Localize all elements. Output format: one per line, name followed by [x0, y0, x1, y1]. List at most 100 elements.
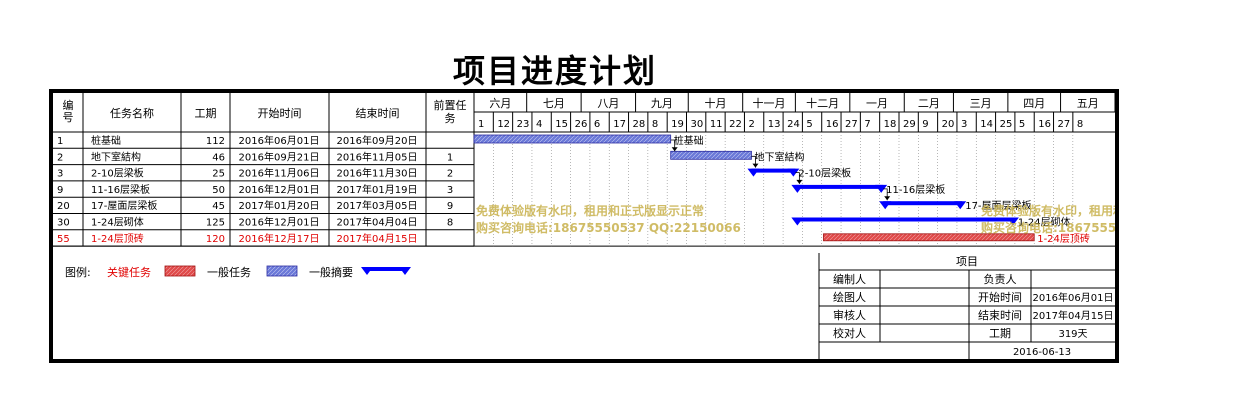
info-header: 项目: [956, 255, 978, 268]
info-date: 2016-06-13: [1013, 347, 1071, 358]
summary-end-marker: [954, 201, 967, 210]
day-tick-label: 18: [884, 119, 897, 130]
critical-task-bar: [823, 233, 1035, 242]
summary-end-marker: [1006, 217, 1019, 226]
day-tick-label: 1: [478, 119, 484, 130]
summary-task-bar: [795, 217, 1015, 222]
day-tick-label: 16: [826, 119, 839, 130]
month-label: 一月: [866, 97, 888, 110]
dependency-arrowhead: [752, 163, 759, 168]
watermark-text: 免费体验版有水印，租用和正式版显示正常: [981, 203, 1115, 218]
task-name: 17-屋面层梁板: [91, 199, 157, 212]
day-tick-label: 27: [845, 119, 858, 130]
month-label: 八月: [597, 97, 619, 110]
month-label: 四月: [1023, 97, 1045, 110]
day-tick-label: 5: [806, 119, 812, 130]
task-duration: 46: [212, 152, 225, 163]
day-tick-label: 17: [613, 119, 626, 130]
month-label: 六月: [489, 97, 511, 110]
dependency-arrowhead: [796, 179, 803, 184]
task-duration: 112: [206, 136, 225, 147]
task-pred: 2: [447, 169, 453, 180]
task-name: 1-24层砌体: [91, 217, 144, 229]
month-label: 三月: [970, 97, 992, 110]
header-pred: 务: [445, 112, 456, 125]
header-duration: 工期: [195, 107, 217, 120]
task-end: 2017年03月05日: [337, 199, 418, 212]
task-start: 2016年12月17日: [239, 232, 320, 245]
day-tick-label: 3: [961, 119, 967, 130]
day-tick-label: 16: [1038, 119, 1051, 130]
day-tick-label: 14: [980, 119, 993, 130]
day-tick-label: 20: [942, 119, 955, 130]
summary-start-marker: [879, 201, 892, 210]
legend-normal-swatch: [266, 265, 298, 277]
header-id: 编: [63, 98, 74, 112]
info-right-label: 负责人: [984, 272, 1017, 286]
task-id: 3: [57, 169, 63, 180]
day-tick-label: 13: [768, 119, 781, 130]
legend-critical-swatch: [164, 265, 196, 277]
day-tick-label: 6: [594, 119, 600, 130]
day-tick-label: 5: [1019, 119, 1025, 130]
day-tick-label: 19: [671, 119, 684, 130]
task-start: 2017年01月20日: [239, 199, 320, 212]
task-id: 2: [57, 152, 63, 163]
header-start: 开始时间: [258, 106, 302, 120]
task-id: 1: [57, 136, 63, 147]
task-pred: 3: [447, 185, 453, 196]
watermark-text: 免费体验版有水印，租用和正式版显示正常: [476, 203, 704, 218]
day-tick-label: 11: [710, 119, 723, 130]
legend-critical-label: 关键任务: [107, 265, 151, 279]
task-duration: 125: [206, 218, 225, 229]
day-tick-label: 8: [652, 119, 658, 130]
bar-label: 11-16层梁板: [886, 183, 945, 196]
task-duration: 50: [212, 185, 225, 196]
month-label: 九月: [651, 97, 673, 110]
month-label: 五月: [1077, 97, 1099, 110]
info-left-label: 编制人: [833, 272, 866, 286]
day-tick-label: 27: [1058, 119, 1071, 130]
page-title: 项目进度计划: [452, 52, 657, 90]
watermark-text: 购买咨询电话:18675550537 QQ:22150066: [476, 220, 741, 235]
task-name: 地下室結构: [91, 150, 141, 163]
task-end: 2016年11月30日: [337, 167, 418, 180]
task-name: 2-10层梁板: [91, 167, 144, 180]
task-id: 30: [57, 218, 70, 229]
dependency-arrowhead: [671, 147, 678, 152]
task-end: 2017年04月04日: [337, 216, 418, 229]
info-right-value: 2016年06月01日: [1033, 291, 1114, 304]
summary-end-marker: [787, 168, 800, 177]
header-end: 结束时间: [356, 107, 400, 120]
task-name: 1-24层顶砖: [91, 232, 144, 245]
info-right-label: 开始时间: [978, 290, 1022, 304]
legend-normal-label: 一般任务: [207, 266, 251, 279]
bar-label: 桩基础: [674, 134, 704, 147]
task-id: 55: [57, 234, 70, 245]
day-tick-label: 30: [690, 119, 703, 130]
task-name: 11-16层梁板: [91, 183, 150, 196]
info-right-value: 319天: [1058, 329, 1087, 340]
day-tick-label: 29: [903, 119, 916, 130]
legend-summary-marker: [361, 267, 373, 275]
day-tick-label: 2: [748, 119, 754, 130]
month-label: 十二月: [806, 96, 839, 110]
month-label: 十月: [704, 96, 726, 110]
info-left-label: 校对人: [833, 326, 866, 340]
summary-start-marker: [791, 217, 804, 226]
day-tick-label: 26: [575, 119, 588, 130]
day-tick-label: 8: [1077, 119, 1083, 130]
task-name: 桩基础: [91, 134, 121, 147]
day-tick-label: 22: [729, 119, 742, 130]
bar-label: 17-屋面层梁板: [965, 199, 1031, 212]
task-end: 2017年04月15日: [337, 232, 418, 245]
bar-label: 2-10层梁板: [798, 167, 851, 180]
task-start: 2016年11月06日: [239, 167, 320, 180]
day-tick-label: 23: [517, 119, 530, 130]
summary-task-bar: [883, 201, 963, 206]
summary-start-marker: [791, 184, 804, 193]
task-start: 2016年06月01日: [239, 134, 320, 147]
bar-label: 1-24层顶砖: [1037, 232, 1090, 245]
normal-task-bar: [473, 134, 672, 144]
